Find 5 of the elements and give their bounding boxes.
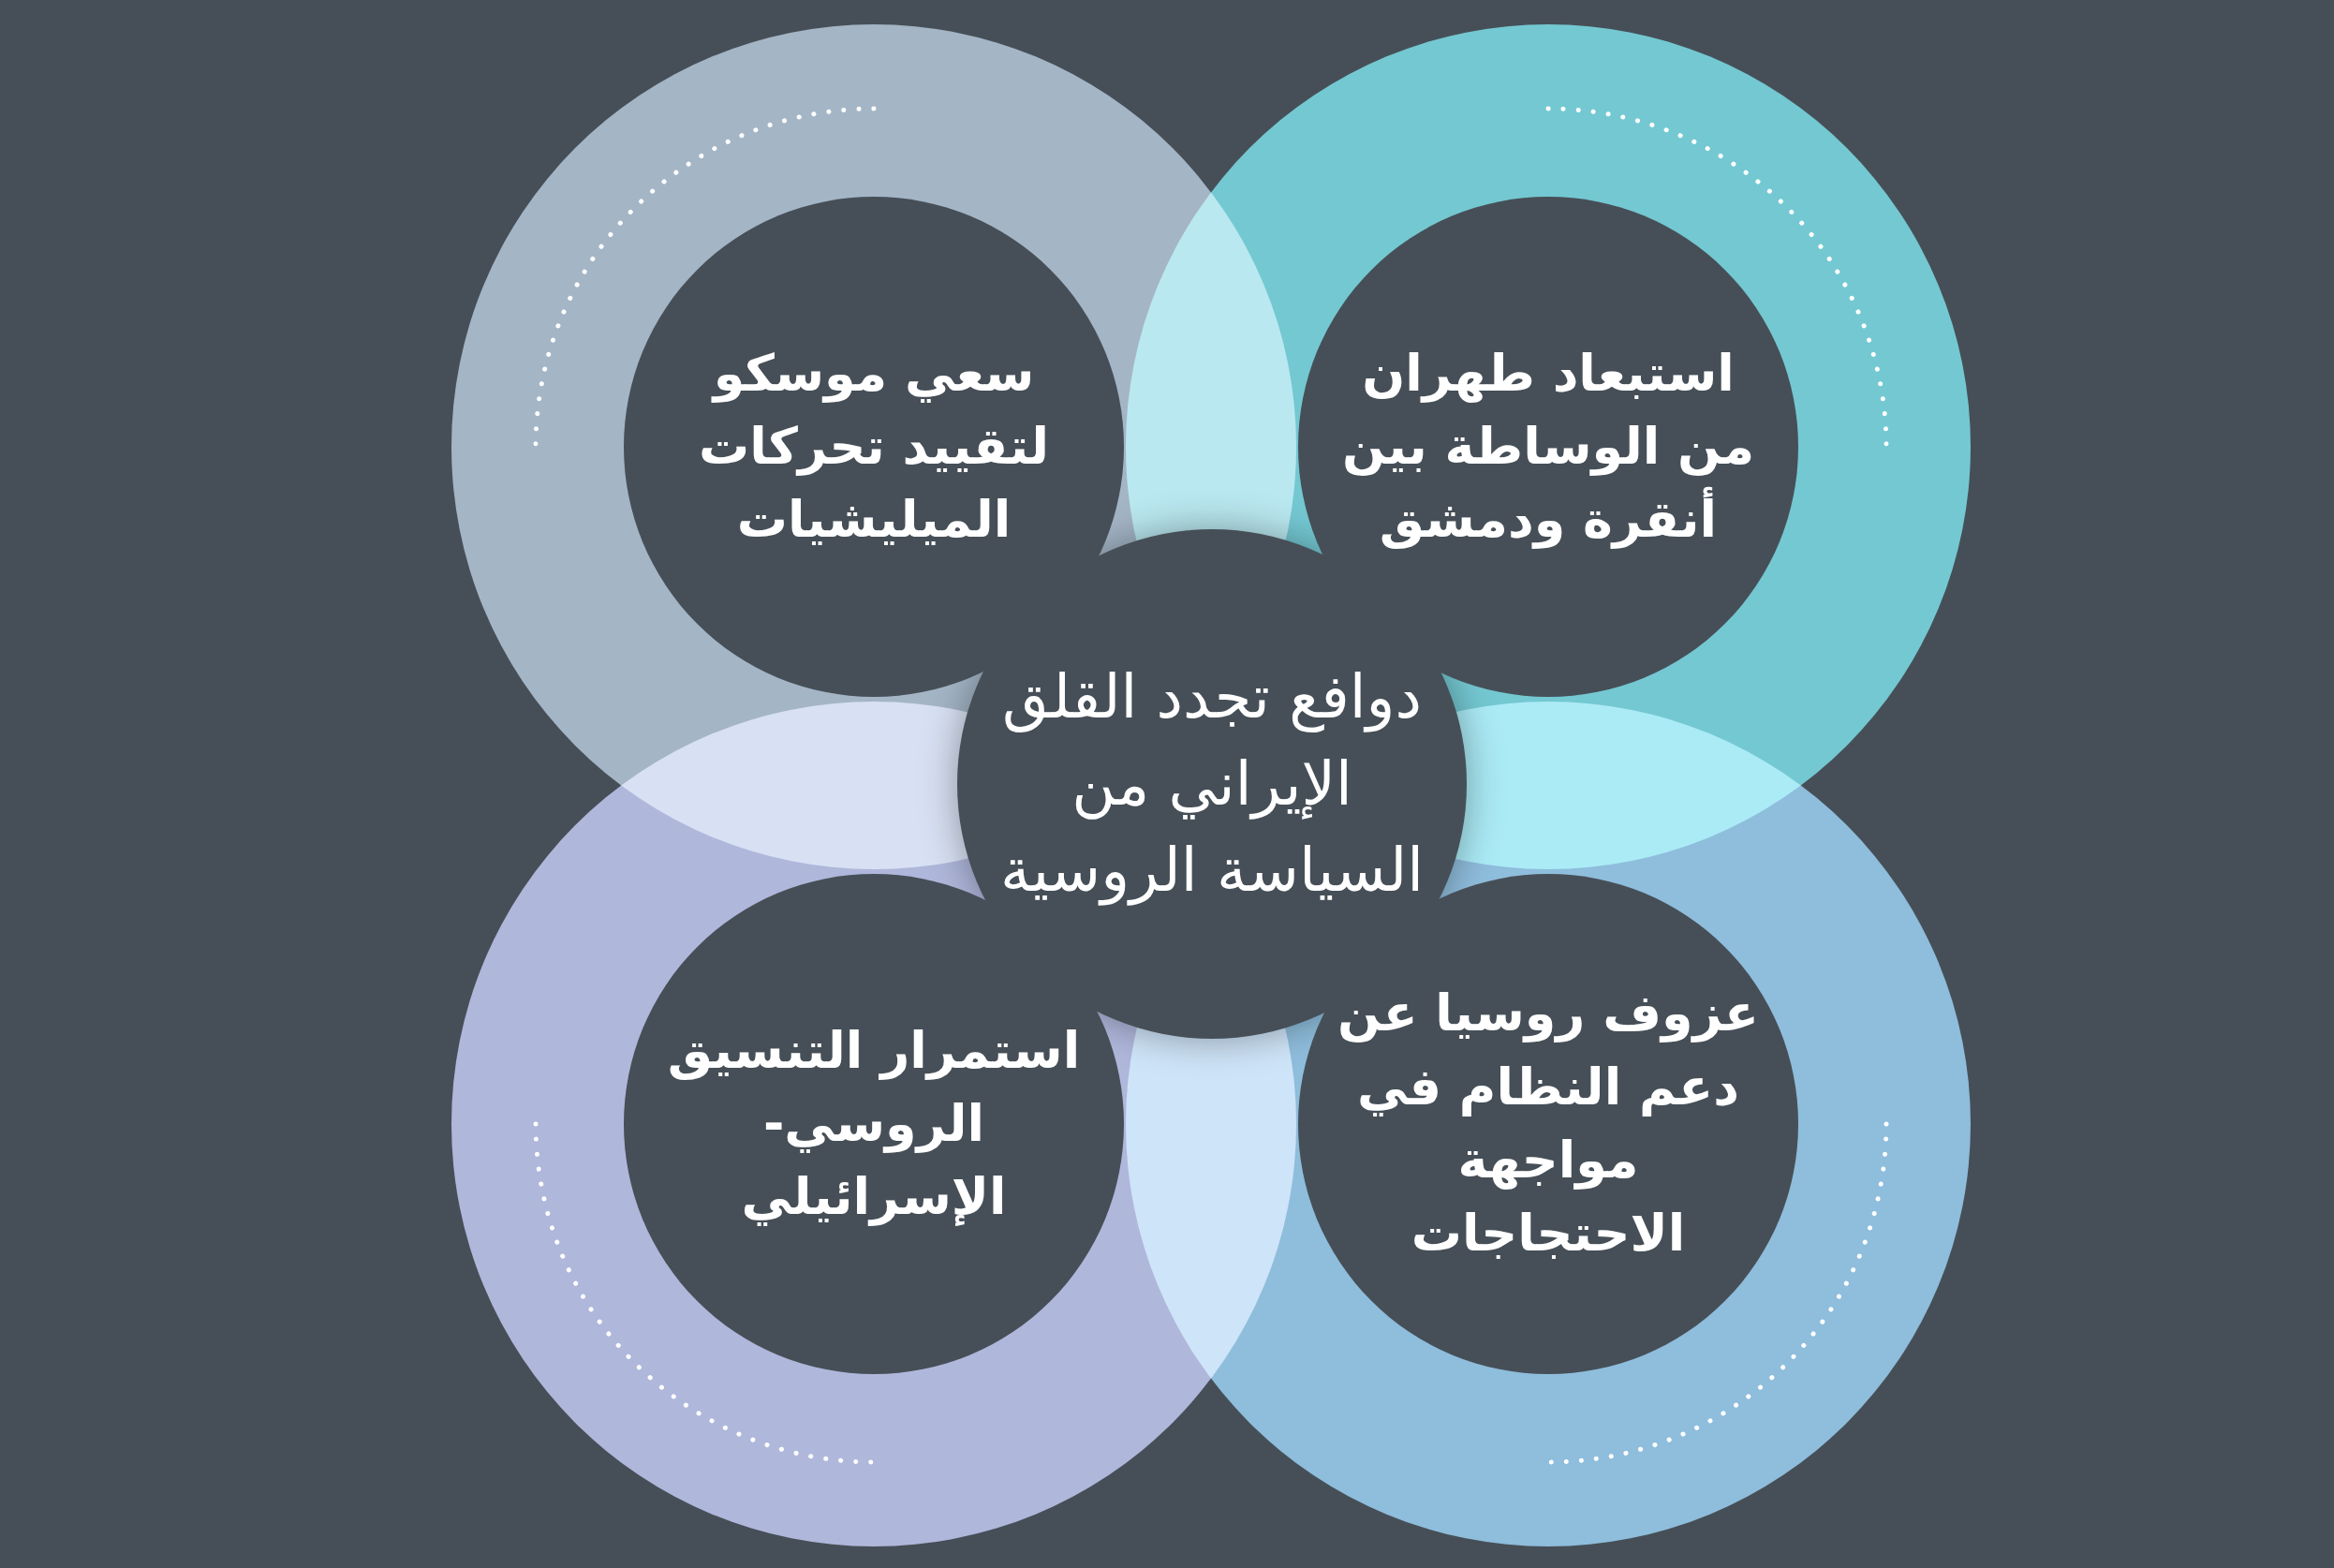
heading-text: دوافع تجدد القلق الإيراني من السياسة الروسية [998,660,1426,908]
circle-text: سعي موسكو لتقييد تحركات الميليشيات [698,342,1050,552]
circle-text: عزوف روسيا عن دعم النظام في مواجهة الاحتجاجات [1337,983,1760,1265]
circle-text: استمرار التنسيق الروسي-الإسرائيلي [666,1019,1082,1229]
circle-text: استبعاد طهران من الوساطة بين أنقرة ودمشق [1340,342,1756,552]
